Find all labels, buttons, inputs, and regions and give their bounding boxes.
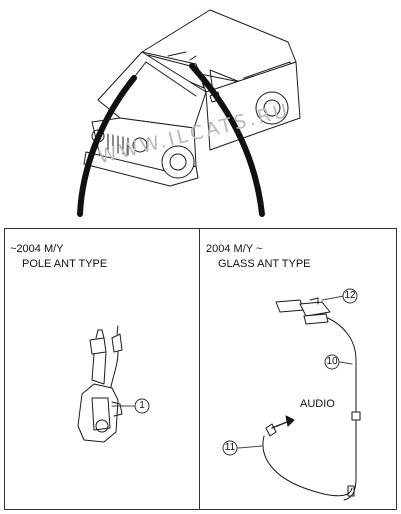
pole-antenna-type-label: POLE ANT TYPE [22,258,108,270]
callout-part-10[interactable]: 10 [326,356,338,367]
glass-antenna-type-label: GLASS ANT TYPE [218,258,311,270]
panels-frame [4,228,397,510]
glass-antenna-year-label: 2004 M/Y ~ [206,243,263,255]
callout-part-11[interactable]: 11 [224,442,236,453]
pointer-to-glass-antenna [189,63,265,217]
audio-label: AUDIO [300,398,335,410]
glass-antenna-assembly [222,288,361,501]
pole-antenna-year-label: ~2004 M/Y [10,243,64,255]
callout-part-1[interactable]: 1 [139,400,145,411]
pole-antenna-assembly [77,325,150,443]
pointer-to-pole-antenna [77,75,137,217]
callout-part-12[interactable]: 12 [344,290,356,301]
